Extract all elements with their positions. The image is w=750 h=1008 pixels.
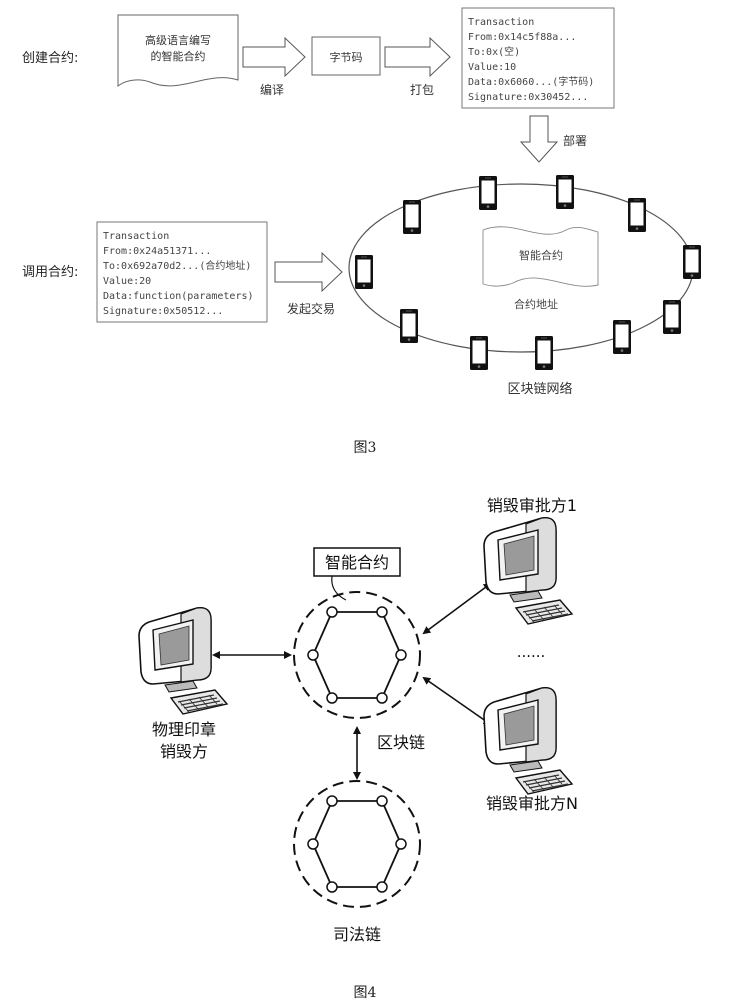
deploy-arrow <box>519 115 559 163</box>
phone-icon <box>402 199 422 235</box>
tx-create-line-5: Data:0x6060...(字节码) <box>468 75 594 88</box>
phone-icon <box>469 335 489 371</box>
tx-invoke-line-2: From:0x24a51371... <box>103 246 211 257</box>
node <box>326 606 338 618</box>
compile-arrow <box>242 36 306 78</box>
node <box>376 606 388 618</box>
phone-icon <box>534 335 554 371</box>
tx-create-line-6: Signature:0x30452... <box>468 92 588 103</box>
bytecode-label: 字节码 <box>330 50 363 64</box>
tx-create-line-1: Transaction <box>468 17 534 28</box>
node <box>395 649 407 661</box>
phone-icon <box>478 175 498 211</box>
deploy-label: 部署 <box>563 133 587 148</box>
blockchain-hexagon <box>312 611 402 699</box>
phone-icon <box>662 299 682 335</box>
send-transaction-label: 发起交易 <box>287 301 335 316</box>
source-code-box <box>117 14 239 87</box>
transaction-create-box <box>461 7 615 109</box>
phone-icon <box>627 197 647 233</box>
network-label: 区块链网络 <box>507 381 572 397</box>
invoke-contract-label: 调用合约: <box>22 265 78 280</box>
destroyer-computer-icon <box>138 606 228 715</box>
approver-n-computer-icon <box>483 686 573 795</box>
approver-n-label: 销毁审批方N <box>486 794 578 813</box>
approver-1-link-arrow <box>422 582 492 635</box>
node <box>326 692 338 704</box>
tx-invoke-line-1: Transaction <box>103 231 169 242</box>
node <box>376 692 388 704</box>
node <box>376 795 388 807</box>
approver-1-label: 销毁审批方1 <box>487 496 577 515</box>
node <box>395 838 407 850</box>
tx-invoke-line-3: To:0x692a70d2...(合约地址) <box>103 259 251 272</box>
node <box>326 881 338 893</box>
node <box>307 649 319 661</box>
pack-label: 打包 <box>410 83 434 97</box>
figure-3: 创建合约: 高级语言编写 的智能合约 编译 字节码 打包 Transaction… <box>22 7 702 456</box>
phone-icon <box>399 308 419 344</box>
source-box-line-1: 高级语言编写 <box>145 33 211 47</box>
node <box>326 795 338 807</box>
bytecode-box <box>311 36 381 76</box>
figure-4-caption: 图4 <box>354 985 377 1001</box>
smart-contract-box <box>313 547 401 577</box>
tx-invoke-line-4: Value:20 <box>103 276 151 287</box>
source-box-line-2: 的智能合约 <box>151 49 206 63</box>
judicial-chain-dashed-ring <box>293 780 421 908</box>
smart-contract-flag <box>482 226 599 287</box>
judicial-chain-label: 司法链 <box>333 925 381 944</box>
smart-contract-label: 智能合约 <box>325 553 389 572</box>
approver-n-link-arrow <box>422 676 492 726</box>
compile-label: 编译 <box>260 82 284 97</box>
phone-icon <box>612 319 632 355</box>
contract-address-label: 合约地址 <box>514 297 558 311</box>
send-transaction-arrow <box>274 251 343 293</box>
figure-4: 智能合约 区块链 司法链 <box>138 496 578 1001</box>
pack-arrow <box>384 36 451 78</box>
contract-flag-label: 智能合约 <box>519 248 563 262</box>
destroyer-label-line-2: 销毁方 <box>160 742 208 761</box>
node <box>376 881 388 893</box>
tx-invoke-line-6: Signature:0x50512... <box>103 306 223 317</box>
transaction-invoke-box <box>96 221 268 323</box>
figure-3-caption: 图3 <box>354 440 377 456</box>
destroyer-label-line-1: 物理印章 <box>152 720 216 739</box>
tx-invoke-line-5: Data:function(parameters) <box>103 291 254 302</box>
phone-icon <box>682 244 702 280</box>
approver-ellipsis: ...... <box>517 643 546 661</box>
tx-create-line-3: To:0x(空) <box>468 45 520 58</box>
judicial-chain-nodes <box>307 795 407 893</box>
phone-icon <box>555 174 575 210</box>
blockchain-label: 区块链 <box>377 733 425 752</box>
create-contract-label: 创建合约: <box>22 51 78 66</box>
judicial-chain-hexagon <box>312 800 402 888</box>
tx-create-line-2: From:0x14c5f88a... <box>468 32 576 43</box>
approver-1-computer-icon <box>483 516 573 625</box>
node <box>307 838 319 850</box>
smart-contract-pointer <box>331 575 347 601</box>
blockchain-dashed-ring <box>293 591 421 719</box>
tx-create-line-4: Value:10 <box>468 62 516 73</box>
blockchain-nodes <box>307 606 407 704</box>
phone-icon <box>354 254 374 290</box>
